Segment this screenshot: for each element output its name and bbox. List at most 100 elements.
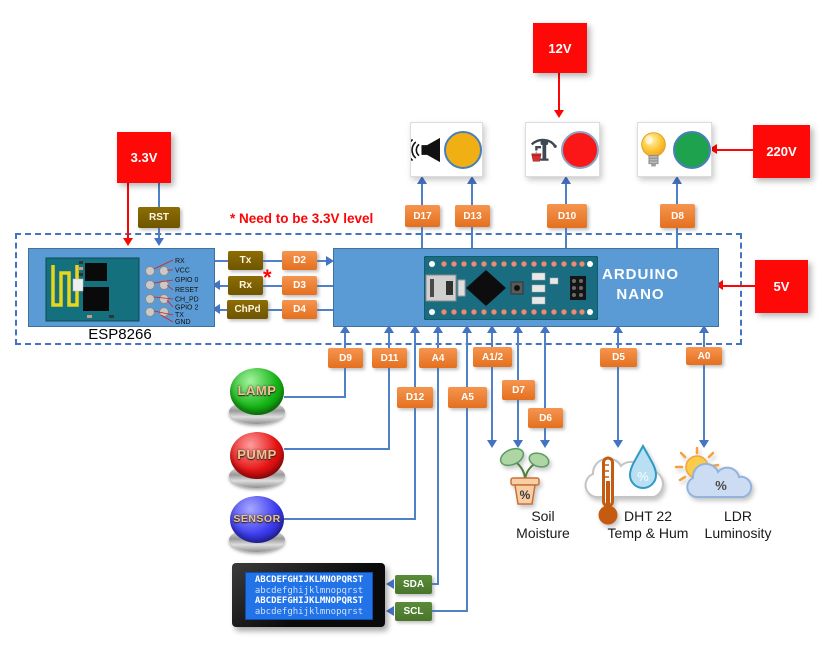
pin-d13: D13 bbox=[455, 205, 490, 227]
pin-d6: D6 bbox=[528, 408, 563, 428]
sensor-button: SENSOR bbox=[228, 496, 286, 554]
arrowhead-a4 bbox=[433, 325, 443, 333]
lcd-display: ABCDEFGHIJKLMNOPQRST abcdefghijklmnopqrs… bbox=[232, 563, 385, 627]
arrowhead-12v bbox=[554, 110, 564, 118]
wire-5v bbox=[723, 285, 755, 287]
esp-pin-chpd: CH_PD bbox=[175, 297, 199, 304]
pin-a0-label: A0 bbox=[697, 350, 711, 362]
dht22-icon: % bbox=[584, 443, 664, 525]
arduino-nano-board-icon bbox=[424, 256, 598, 320]
pin-d12-label: D12 bbox=[405, 392, 425, 403]
wire-d5-v bbox=[617, 331, 619, 442]
arrowhead-d10 bbox=[561, 176, 571, 184]
tx-box: Tx bbox=[228, 251, 263, 270]
pin-d3: D3 bbox=[282, 276, 317, 295]
wire-d9-lamp bbox=[284, 396, 346, 398]
alarm-indicator bbox=[444, 130, 482, 169]
power-12v-label: 12V bbox=[548, 40, 572, 56]
wire-d12-sensor bbox=[284, 518, 416, 520]
ldr-label-line2: Luminosity bbox=[704, 525, 772, 541]
ldr-sensor-label: LDR Luminosity bbox=[692, 508, 784, 542]
wire-a5-scl bbox=[430, 610, 468, 612]
arduino-title-line2: NANO bbox=[616, 286, 665, 303]
arduino-nano-box: ARDUINO NANO bbox=[333, 248, 719, 327]
power-5v-box: 5V bbox=[755, 260, 808, 313]
pump-device-box bbox=[525, 122, 600, 177]
arrowhead-d9 bbox=[340, 325, 350, 333]
soil-percent: % bbox=[520, 488, 531, 502]
pin-a4-label: A4 bbox=[431, 352, 445, 364]
power-3v3-label: 3.3V bbox=[130, 150, 158, 165]
esp-pin-tx: TX bbox=[175, 312, 184, 319]
pin-a4: A4 bbox=[419, 348, 457, 368]
dht-label-line1: DHT 22 bbox=[624, 508, 672, 524]
lamp-device-box bbox=[637, 122, 712, 177]
esp-pin-gpio2: GPIO 2 bbox=[175, 305, 198, 312]
sda-box: SDA bbox=[395, 575, 432, 594]
scl-label: SCL bbox=[403, 606, 424, 617]
bulb-icon bbox=[641, 131, 666, 166]
chpd-label: ChPd bbox=[234, 304, 261, 315]
sda-label: SDA bbox=[402, 579, 425, 590]
pin-d12: D12 bbox=[397, 387, 433, 408]
sensor-button-dome bbox=[230, 496, 284, 543]
pin-d5: D5 bbox=[600, 348, 637, 367]
wire-tx-d2 bbox=[213, 260, 327, 262]
pin-d9-label: D9 bbox=[339, 352, 352, 364]
pin-d8-label: D8 bbox=[671, 210, 684, 222]
pump-button-label: PUMP bbox=[237, 447, 277, 462]
pump-button-dome bbox=[230, 432, 284, 479]
arrowhead-rx bbox=[212, 280, 220, 290]
lamp-indicator bbox=[673, 130, 711, 169]
buzzer-device-box bbox=[410, 122, 483, 177]
arrowhead-3v3 bbox=[123, 238, 133, 246]
water-pump-icon bbox=[530, 138, 557, 161]
power-5v-label: 5V bbox=[773, 279, 790, 294]
wire-a0-v bbox=[703, 331, 705, 442]
arrowhead-a5 bbox=[462, 325, 472, 333]
pin-d5-label: D5 bbox=[612, 352, 625, 363]
wire-rst-esp bbox=[158, 228, 160, 238]
power-220v-label: 220V bbox=[766, 144, 797, 159]
wire-220v bbox=[717, 149, 753, 151]
pin-d4-label: D4 bbox=[293, 304, 306, 315]
rst-box: RST bbox=[138, 207, 180, 228]
pin-d17-label: D17 bbox=[413, 210, 432, 222]
arduino-title-line1: ARDUINO bbox=[602, 266, 679, 283]
esp-pin-reset: RESET bbox=[175, 287, 199, 294]
arrowhead-a0-ldr bbox=[699, 440, 709, 448]
wire-d6-v bbox=[544, 331, 546, 442]
wire-3v3-esp bbox=[127, 183, 129, 238]
soil-label-line2: Moisture bbox=[516, 525, 570, 541]
arrowhead-d11 bbox=[384, 325, 394, 333]
soil-sensor-label: Soil Moisture bbox=[497, 508, 589, 542]
esp8266-caption: ESP8266 bbox=[88, 326, 152, 343]
ldr-percent: % bbox=[715, 478, 727, 493]
esp-pin-gpio0: GPIO 0 bbox=[175, 277, 198, 284]
wire-a4-v bbox=[437, 331, 439, 585]
pin-d4: D4 bbox=[282, 300, 317, 319]
wire-a4-sda bbox=[430, 583, 439, 585]
lcd-line-2: abcdefghijklmnopqrst bbox=[254, 585, 364, 596]
arrowhead-scl bbox=[386, 606, 394, 616]
pump-button: PUMP bbox=[228, 432, 286, 490]
pin-a5: A5 bbox=[448, 387, 487, 408]
wire-chpd-d4 bbox=[219, 309, 333, 311]
arrowhead-220v bbox=[709, 144, 717, 154]
lamp-button: LAMP bbox=[228, 368, 286, 426]
rx-asterisk: * bbox=[263, 265, 272, 290]
arrowhead-5v bbox=[715, 280, 723, 290]
pin-d2: D2 bbox=[282, 251, 317, 270]
arrowhead-a12-top bbox=[487, 325, 497, 333]
arrowhead-d6-top bbox=[540, 325, 550, 333]
power-220v-box: 220V bbox=[753, 125, 810, 178]
chpd-box: ChPd bbox=[227, 300, 268, 319]
lcd-screen: ABCDEFGHIJKLMNOPQRST abcdefghijklmnopqrs… bbox=[245, 572, 373, 620]
esp8266-module-box: RX VCC GPIO 0 RESET CH_PD GPIO 2 TX GND bbox=[28, 248, 215, 327]
lamp-button-dome bbox=[230, 368, 284, 415]
tx-label: Tx bbox=[239, 255, 252, 266]
sensor-button-label: SENSOR bbox=[233, 513, 281, 525]
power-3v3-box: 3.3V bbox=[117, 132, 171, 183]
arrowhead-chpd bbox=[212, 304, 220, 314]
pin-d7-label: D7 bbox=[512, 384, 525, 396]
